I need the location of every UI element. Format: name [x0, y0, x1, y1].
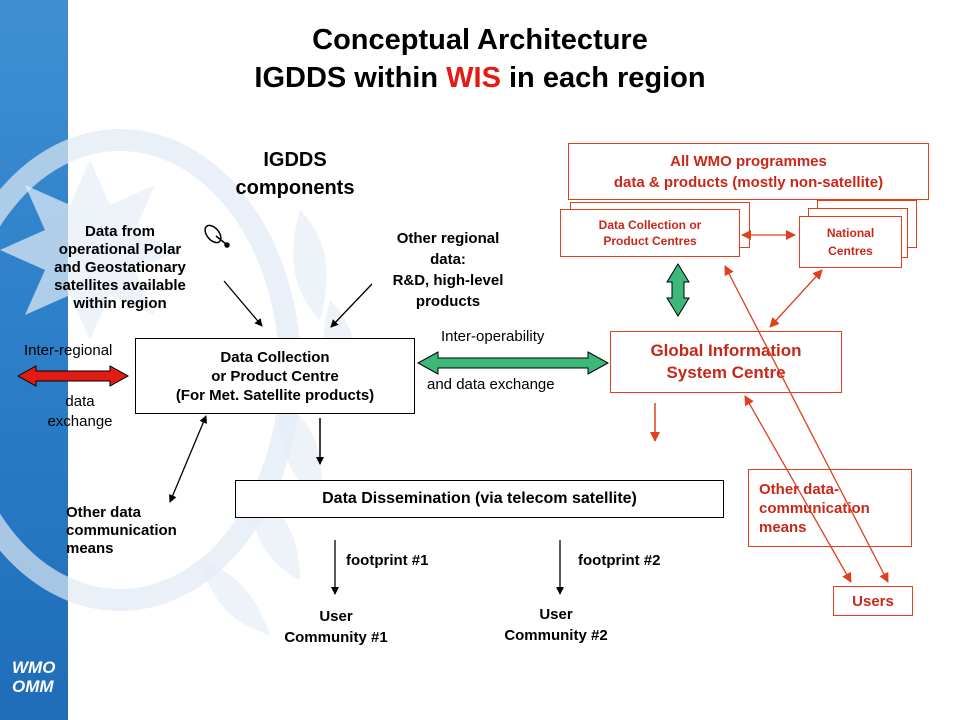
page-subtitle: IGDDS within WIS in each region [0, 62, 960, 95]
user-community-line: User [539, 606, 573, 623]
user-community-line: Community #1 [284, 629, 388, 646]
national-line: Centres [828, 244, 873, 258]
subtitle-prefix: IGDDS within [254, 62, 439, 94]
dcpc-box-line: or Product Centre [211, 367, 339, 385]
dcpc-gisc-arrow [666, 263, 690, 317]
dcpc-red-box: Data Collection or Product Centres [560, 209, 740, 257]
dcpc-red-line: Data Collection or [598, 218, 702, 232]
other-regional-line: Other regional [396, 230, 500, 247]
inter-regional-label: Inter-regional [24, 342, 113, 359]
inter-regional-line: exchange [47, 413, 113, 430]
footprint-2-label: footprint #2 [578, 552, 661, 569]
user-community-1: User Community #1 [256, 606, 416, 648]
other-regional-line: R&D, high-level [392, 272, 504, 289]
user-community-2: User Community #2 [476, 604, 636, 646]
gisc-national-arrow [769, 269, 823, 328]
other-regional-line: products [415, 293, 481, 310]
wmo-programmes-line: All WMO programmes [670, 152, 827, 170]
satellite-data-line: and Geostationary [54, 259, 186, 276]
logo-line-wmo: WMO [12, 658, 56, 677]
wmo-programmes-box: All WMO programmes data & products (most… [568, 143, 929, 200]
dcpc-satellite-box: Data Collection or Product Centre (For M… [135, 338, 415, 414]
components-label: IGDDS components [200, 146, 390, 202]
satellite-data-line: operational Polar [58, 241, 182, 258]
dcpc-other-comm-arrow [169, 415, 207, 503]
logo-line-omm: OMM [12, 677, 54, 696]
satellite-data-line: satellites available [54, 277, 186, 294]
other-regional-line: data: [430, 251, 466, 268]
satellite-data-line: within region [73, 295, 167, 312]
components-line-2: components [235, 177, 355, 199]
other-comm-line: communication [66, 522, 177, 539]
footprint-1-label: footprint #1 [346, 552, 429, 569]
users-to-dcpc-arrow [724, 265, 889, 583]
other-comm-line: means [66, 540, 114, 557]
subtitle-suffix: in each region [508, 62, 706, 94]
interop-exchange-label: and data exchange [427, 376, 555, 393]
users-to-gisc-arrow [744, 395, 852, 583]
other-comm-line: Other data [66, 504, 142, 521]
subtitle-highlight: WIS [446, 62, 501, 94]
wmo-logo: WMO OMM [12, 658, 55, 696]
satellite-data-label: Data from operational Polar and Geostati… [20, 223, 220, 313]
other-regional-label: Other regional data: R&D, high-level pro… [358, 228, 538, 312]
sidebar-band [0, 0, 68, 720]
user-community-line: Community #2 [504, 627, 608, 644]
other-comm-left-label: Other data communication means [66, 504, 177, 558]
wmo-programmes-line: data & products (mostly non-satellite) [613, 173, 884, 191]
dcpc-box-line: Data Collection [220, 348, 330, 366]
satellite-data-line: Data from [84, 223, 155, 240]
inter-regional-line: data [65, 393, 95, 410]
regional-to-dcpc-arrow [330, 283, 373, 328]
interop-label: Inter-operability [441, 328, 545, 345]
user-community-line: User [319, 608, 353, 625]
dcpc-red-line: Product Centres [603, 234, 697, 248]
inter-regional-arrow [16, 365, 130, 387]
users-box: Users [833, 586, 913, 616]
page-title: Conceptual Architecture [312, 24, 648, 56]
national-line: National [826, 226, 875, 240]
components-line-1: IGDDS [263, 149, 327, 171]
satellite-to-dcpc-arrow [223, 280, 263, 327]
interop-arrow [416, 351, 610, 375]
dissemination-box: Data Dissemination (via telecom satellit… [235, 480, 724, 518]
inter-regional-exchange-label: data exchange [0, 392, 160, 432]
satellite-dish-icon [204, 224, 230, 248]
dcpc-box-line: (For Met. Satellite products) [175, 386, 375, 404]
